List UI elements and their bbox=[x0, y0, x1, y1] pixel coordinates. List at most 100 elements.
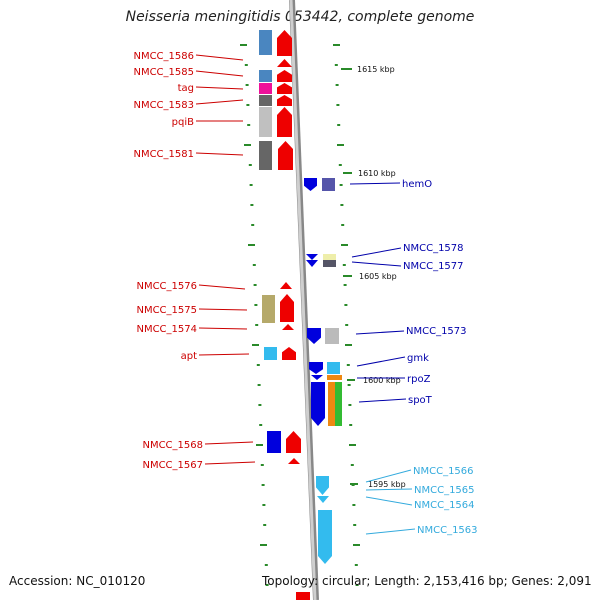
guide-tick bbox=[254, 304, 258, 306]
guide-tick bbox=[353, 524, 357, 526]
guide-tick bbox=[344, 304, 348, 306]
guide-tick bbox=[349, 444, 356, 446]
guide-tick bbox=[244, 64, 248, 66]
dotted-guides bbox=[240, 44, 360, 586]
gene-block bbox=[322, 178, 335, 191]
gene-arrow-forward bbox=[278, 141, 293, 170]
gene-marker bbox=[282, 324, 294, 330]
gene-arrow-forward bbox=[286, 431, 301, 453]
guide-tick bbox=[345, 344, 352, 346]
backbone bbox=[289, 0, 317, 600]
guide-tick bbox=[352, 504, 356, 506]
scale-label: 1595 kbp bbox=[368, 480, 406, 489]
gene-block bbox=[327, 362, 340, 374]
guide-tick bbox=[256, 444, 263, 446]
gene-label[interactable]: hemO bbox=[402, 179, 432, 190]
gene-marker bbox=[317, 496, 329, 503]
gene-label[interactable]: tag bbox=[178, 83, 194, 94]
gene-label[interactable]: pqiB bbox=[172, 117, 194, 128]
guide-tick bbox=[353, 544, 360, 546]
guide-tick bbox=[354, 564, 358, 566]
guide-tick bbox=[337, 144, 344, 146]
gene-label[interactable]: NMCC_1574 bbox=[136, 324, 197, 335]
gene-label[interactable]: NMCC_1564 bbox=[414, 500, 475, 511]
gene-block bbox=[259, 107, 272, 137]
gene-block bbox=[259, 30, 272, 55]
gene-arrow-reverse bbox=[309, 362, 323, 374]
guide-tick bbox=[335, 84, 339, 86]
guide-tick bbox=[249, 184, 253, 186]
gene-arrow-forward bbox=[282, 347, 296, 360]
guide-tick bbox=[246, 104, 250, 106]
gene-label[interactable]: NMCC_1581 bbox=[133, 149, 194, 160]
gene-label[interactable]: spoT bbox=[408, 395, 433, 406]
guide-tick bbox=[260, 544, 267, 546]
gene-label[interactable]: NMCC_1566 bbox=[413, 466, 474, 477]
gene-marker bbox=[288, 458, 300, 464]
guide-tick bbox=[341, 244, 348, 246]
scale-label: 1610 kbp bbox=[358, 169, 396, 178]
gene-block bbox=[296, 592, 310, 600]
gene-block bbox=[259, 141, 272, 170]
gene-arrow-forward bbox=[277, 107, 292, 137]
gene-label[interactable]: NMCC_1586 bbox=[133, 51, 194, 62]
guide-tick bbox=[334, 64, 338, 66]
guide-tick bbox=[240, 44, 247, 46]
gene-label[interactable]: NMCC_1575 bbox=[136, 305, 197, 316]
guide-tick bbox=[340, 204, 344, 206]
gene-arrow-forward bbox=[280, 294, 294, 322]
guide-tick bbox=[333, 44, 340, 46]
guide-tick bbox=[251, 224, 255, 226]
gene-arrow-reverse bbox=[318, 510, 332, 564]
guide-tick bbox=[252, 264, 256, 266]
gene-arrow-reverse bbox=[316, 476, 329, 495]
gene-label[interactable]: NMCC_1567 bbox=[142, 460, 203, 471]
gene-block bbox=[267, 431, 281, 453]
gene-label[interactable]: NMCC_1576 bbox=[136, 281, 197, 292]
guide-tick bbox=[349, 424, 353, 426]
guide-tick bbox=[248, 164, 252, 166]
gene-arrow-reverse bbox=[307, 328, 321, 344]
gene-label[interactable]: NMCC_1578 bbox=[403, 243, 464, 254]
gene-marker bbox=[306, 260, 318, 267]
guide-tick bbox=[250, 204, 254, 206]
gene-block bbox=[259, 95, 272, 106]
gene-label[interactable]: rpoZ bbox=[407, 374, 431, 385]
gene-label[interactable]: NMCC_1563 bbox=[417, 525, 478, 536]
gene-block bbox=[335, 382, 342, 426]
gene-block bbox=[264, 347, 277, 360]
gene-label[interactable]: apt bbox=[181, 351, 197, 362]
gene-block bbox=[327, 375, 342, 380]
left-gene-labels: NMCC_1586 NMCC_1585 tag NMCC_1583 pqiB N… bbox=[133, 51, 256, 471]
gene-label[interactable]: NMCC_1577 bbox=[403, 261, 464, 272]
map-title: Neisseria meningitidis 053442, complete … bbox=[125, 9, 475, 25]
gene-label[interactable]: gmk bbox=[407, 353, 429, 364]
gene-label[interactable]: NMCC_1565 bbox=[414, 485, 475, 496]
guide-tick bbox=[248, 244, 255, 246]
gene-block bbox=[325, 328, 339, 344]
scale-label: 1615 kbp bbox=[357, 65, 395, 74]
guide-tick bbox=[346, 364, 350, 366]
gene-block bbox=[323, 254, 336, 260]
guide-tick bbox=[345, 324, 349, 326]
gene-label[interactable]: NMCC_1583 bbox=[133, 100, 194, 111]
right-gene-labels: hemO NMCC_1578 NMCC_1577 NMCC_1573 gmk r… bbox=[349, 179, 478, 536]
gene-arrow-reverse bbox=[311, 382, 325, 426]
guide-tick bbox=[343, 284, 347, 286]
guide-tick bbox=[337, 124, 341, 126]
accession-text: Accession: NC_010120 bbox=[9, 574, 146, 588]
gene-label[interactable]: NMCC_1585 bbox=[133, 67, 194, 78]
guide-tick bbox=[259, 424, 263, 426]
guide-tick bbox=[348, 404, 352, 406]
guide-tick bbox=[263, 524, 267, 526]
scale-label: 1605 kbp bbox=[359, 272, 397, 281]
gene-marker bbox=[280, 282, 292, 289]
gene-label[interactable]: NMCC_1573 bbox=[406, 326, 467, 337]
guide-tick bbox=[350, 464, 354, 466]
guide-tick bbox=[339, 184, 343, 186]
gene-label[interactable]: NMCC_1568 bbox=[142, 440, 203, 451]
genome-summary-text: Topology: circular; Length: 2,153,416 bp… bbox=[262, 574, 592, 588]
guide-tick bbox=[247, 124, 251, 126]
gene-block bbox=[259, 70, 272, 82]
